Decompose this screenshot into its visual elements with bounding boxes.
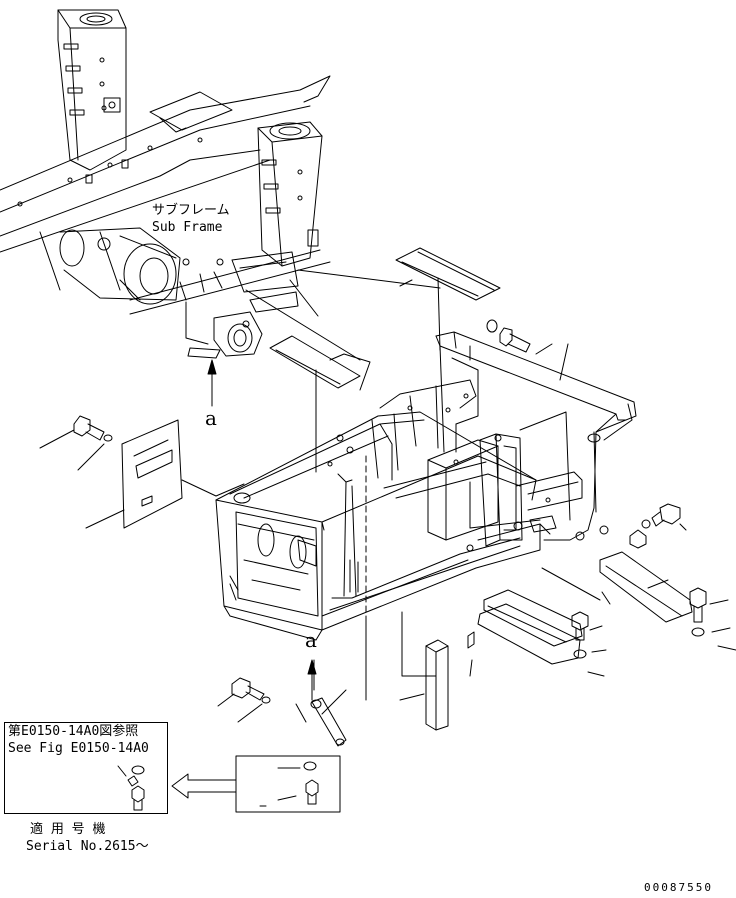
view-arrow-bottom	[307, 659, 317, 701]
leader-lines	[39, 279, 736, 723]
serial-label-ja: 適 用 号 機	[30, 822, 106, 837]
drawing-number: 00087550	[644, 881, 713, 894]
right-seal-plates	[477, 551, 693, 665]
bolt-bottom-left	[231, 677, 271, 704]
reference-label-en: See Fig E0150-14A0	[8, 741, 149, 756]
view-label-a-bottom: a	[305, 628, 317, 652]
bolt-centre-lower	[571, 611, 589, 659]
main-frame-assembly	[215, 379, 583, 641]
detail-insert	[235, 755, 341, 813]
sub-frame-label-en: Sub Frame	[152, 220, 223, 235]
serial-label-en: Serial No.2615～	[26, 839, 149, 854]
right-cover	[435, 331, 637, 541]
ref-box-parts	[117, 765, 145, 811]
view-arrow-top	[207, 359, 217, 407]
view-label-a-top: a	[205, 406, 217, 430]
sub-frame-assembly	[0, 9, 331, 359]
reference-box	[4, 722, 168, 814]
bolt-top-cover	[486, 319, 531, 353]
assembly-guide-lines	[185, 269, 441, 361]
top-seal-plate	[395, 247, 501, 351]
small-bracket	[467, 631, 475, 649]
bracket-arm	[310, 697, 347, 747]
bolt-left	[73, 415, 113, 442]
bolt-right-lower	[689, 587, 707, 637]
centre-seal-plate	[269, 335, 371, 473]
left-plate	[121, 419, 245, 529]
bolt-right	[629, 503, 681, 549]
guide-lines-lower	[313, 611, 437, 701]
vertical-bar	[425, 639, 449, 731]
reference-label-ja: 第E0150-14A0図参照	[8, 724, 139, 739]
sub-frame-label-ja: サブフレーム	[152, 203, 230, 218]
detail-arrow	[171, 773, 237, 799]
